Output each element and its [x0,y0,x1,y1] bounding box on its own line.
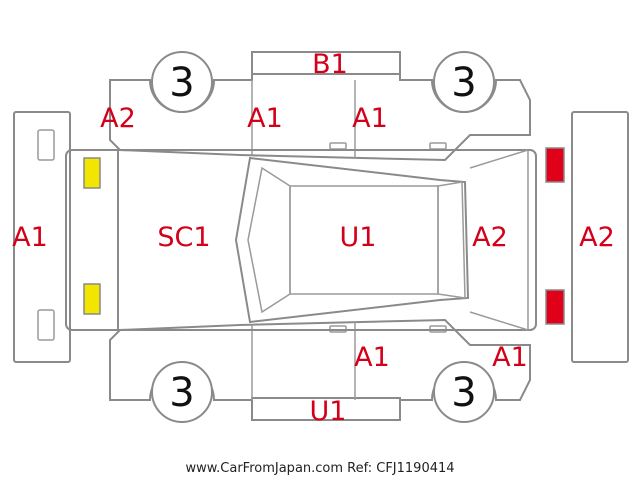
wheel-front-left: 3 [433,51,495,113]
front-light-top [545,147,565,183]
damage-rear-left-door: A1 [247,103,283,134]
wheel-rear-right: 3 [151,361,213,423]
wheel-front-right: 3 [433,361,495,423]
front-light-bottom [545,289,565,325]
wheel-label-front-left: 3 [451,60,476,106]
front-bumper [571,111,629,363]
rear-bumper [13,111,71,363]
damage-hood: A2 [472,222,508,253]
wheel-rear-left: 3 [151,51,213,113]
rear-light-top [83,157,101,189]
damage-front-right-fender: A1 [492,342,528,373]
footer-reference: www.CarFromJapan.com Ref: CFJ1190414 [185,461,454,476]
damage-front-bumper: A2 [579,222,615,253]
damage-front-right-door: A1 [354,342,390,373]
top-view-body [65,148,537,332]
damage-roof-front: B1 [312,49,348,80]
rear-light-bottom [83,283,101,315]
wheel-label-front-right: 3 [451,370,476,416]
damage-rear-bumper: A1 [12,222,48,253]
damage-right-sill: U1 [310,396,347,427]
damage-trunk: SC1 [157,222,210,253]
damage-roof: U1 [340,222,377,253]
wheel-label-rear-right: 3 [169,370,194,416]
wheel-label-rear-left: 3 [169,60,194,106]
damage-front-left-door: A1 [352,103,388,134]
damage-rear-bumper-left: A2 [100,103,136,134]
